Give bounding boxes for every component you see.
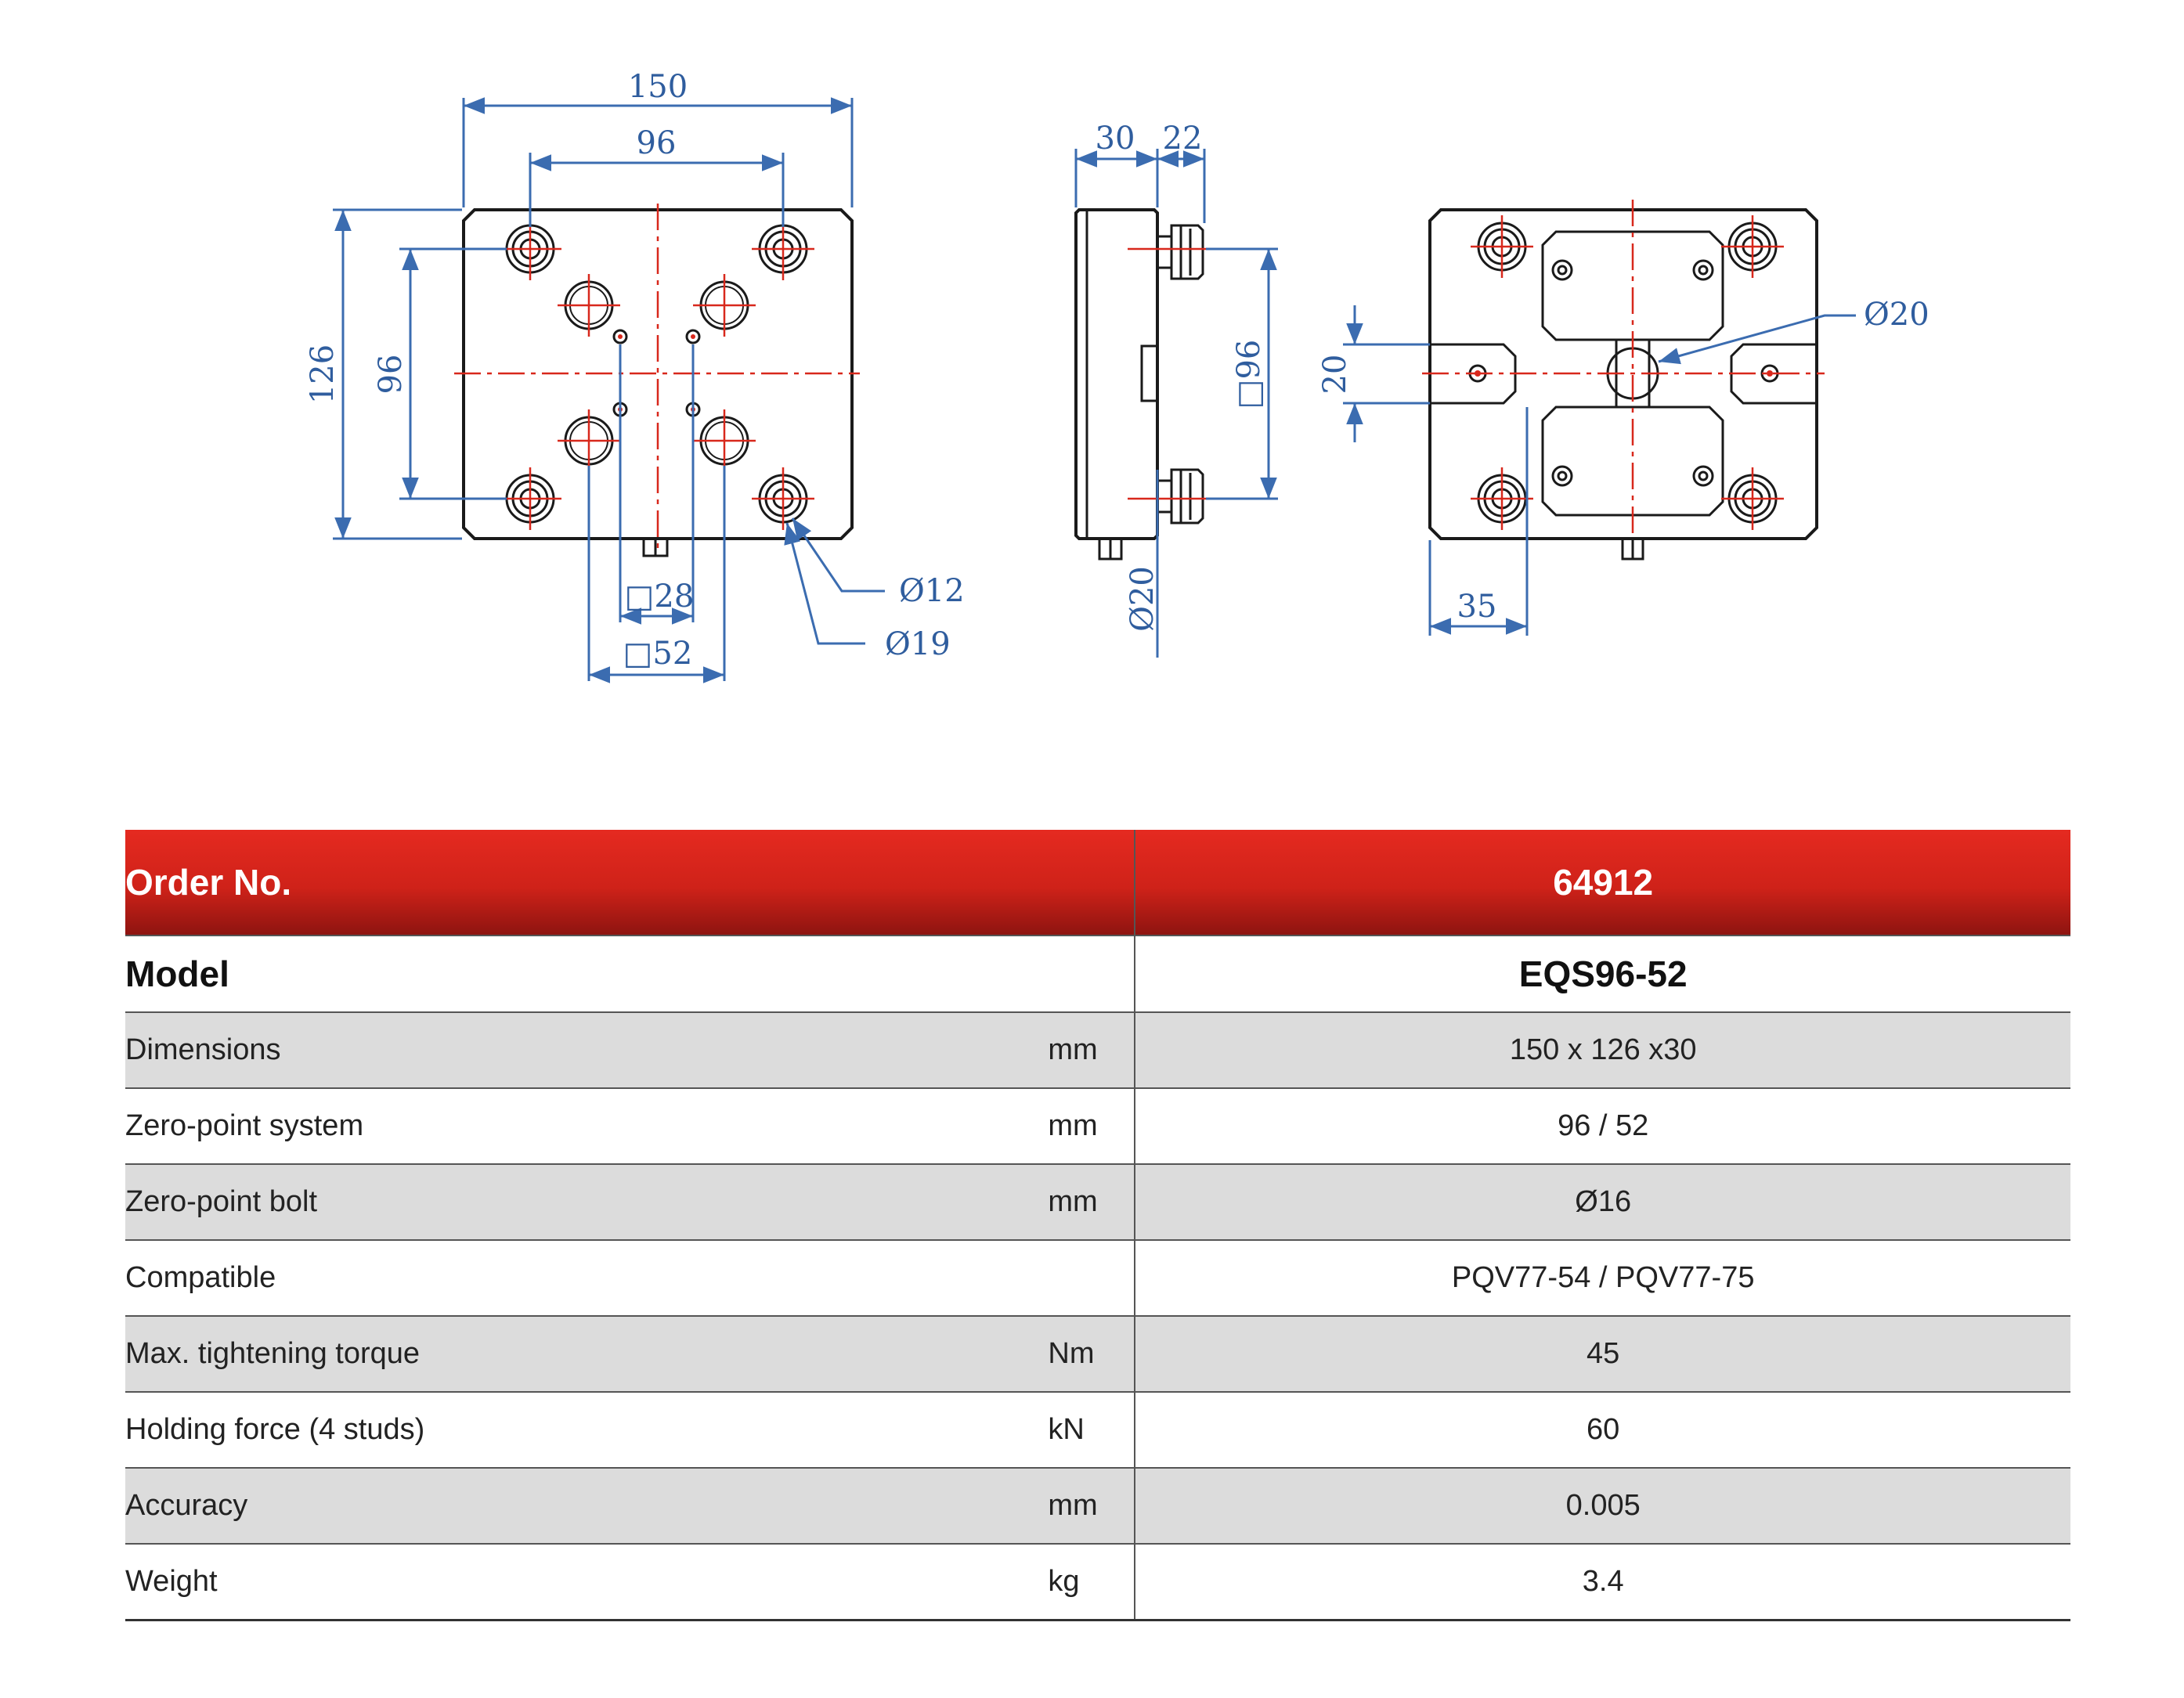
row-unit: Nm — [1048, 1316, 1136, 1393]
spec-table: Order No. 64912 Model EQS96-52 Dimension… — [125, 830, 2070, 1621]
table-row: Weight kg 3.4 — [125, 1544, 2070, 1621]
row-label: Weight — [125, 1544, 1049, 1621]
dim-dia-12: Ø12 — [899, 573, 965, 609]
order-row: Order No. 64912 — [125, 830, 2070, 936]
row-label: Holding force (4 studs) — [125, 1392, 1049, 1469]
row-label: Zero-point bolt — [125, 1164, 1049, 1241]
row-label: Dimensions — [125, 1012, 1049, 1089]
stud — [1156, 224, 1204, 280]
row-value: 3.4 — [1135, 1544, 2070, 1621]
table-row: Compatible PQV77-54 / PQV77-75 — [125, 1240, 2070, 1317]
dim-dia-19: Ø19 — [885, 626, 951, 662]
table-row: Holding force (4 studs) kN 60 — [125, 1392, 2070, 1469]
table-row: Zero-point system mm 96 / 52 — [125, 1088, 2070, 1165]
dim-edge-offset: 35 — [1457, 589, 1497, 625]
row-unit: mm — [1048, 1468, 1136, 1545]
order-value: 64912 — [1135, 830, 2070, 936]
order-label: Order No. — [125, 830, 1136, 936]
row-value: PQV77-54 / PQV77-75 — [1135, 1240, 2070, 1317]
dim-slot-width: 20 — [1317, 355, 1353, 395]
row-value: 60 — [1135, 1392, 2070, 1469]
model-label: Model — [125, 936, 1136, 1013]
corner-bolt — [752, 218, 814, 280]
dim-stud-spacing: □96 — [1231, 340, 1267, 409]
dim-bolt-spacing-y: 96 — [373, 355, 409, 395]
technical-drawing: 150 96 126 96 □28 □52 Ø12 Ø19 — [305, 69, 1930, 683]
row-label: Compatible — [125, 1240, 1049, 1317]
table-row: Accuracy mm 0.005 — [125, 1468, 2070, 1545]
dim-stud-dia: Ø20 — [1124, 566, 1161, 632]
row-unit: kg — [1048, 1544, 1136, 1621]
row-value: 96 / 52 — [1135, 1088, 2070, 1165]
stud — [1156, 468, 1204, 525]
dim-width: 150 — [628, 69, 688, 105]
corner-bolt — [1471, 467, 1533, 530]
corner-bolt — [752, 467, 814, 530]
corner-bolt — [1721, 467, 1784, 530]
row-value: 150 x 126 x30 — [1135, 1012, 2070, 1089]
table-row: Dimensions mm 150 x 126 x30 — [125, 1012, 2070, 1089]
dim-stud-length: 22 — [1163, 121, 1203, 157]
dim-square-28: □28 — [625, 579, 695, 615]
row-value: Ø16 — [1135, 1164, 2070, 1241]
inner-hole — [693, 274, 756, 337]
row-value: 45 — [1135, 1316, 2070, 1393]
inner-hole — [693, 409, 756, 472]
model-value: EQS96-52 — [1135, 936, 2070, 1013]
dim-square-52: □52 — [623, 636, 693, 672]
corner-bolt — [1721, 215, 1784, 278]
row-unit: kN — [1048, 1392, 1136, 1469]
row-label: Zero-point system — [125, 1088, 1049, 1165]
row-label: Accuracy — [125, 1468, 1049, 1545]
dim-pin-dia: Ø20 — [1864, 297, 1930, 333]
row-value: 0.005 — [1135, 1468, 2070, 1545]
table-row: Max. tightening torque Nm 45 — [125, 1316, 2070, 1393]
dim-height: 126 — [305, 344, 341, 404]
back-view: 20 Ø20 35 — [1317, 200, 1930, 636]
row-unit — [1048, 1240, 1136, 1317]
corner-bolt — [1471, 215, 1533, 278]
dim-bolt-spacing-x: 96 — [637, 125, 677, 161]
row-unit: mm — [1048, 1164, 1136, 1241]
model-row: Model EQS96-52 — [125, 936, 2070, 1013]
table-row: Zero-point bolt mm Ø16 — [125, 1164, 2070, 1241]
row-unit: mm — [1048, 1088, 1136, 1165]
inner-hole — [558, 274, 620, 337]
row-unit: mm — [1048, 1012, 1136, 1089]
dim-thickness: 30 — [1096, 121, 1135, 157]
inner-hole — [558, 409, 620, 472]
side-view: 30 22 □96 Ø20 — [1074, 121, 1278, 658]
front-view: 150 96 126 96 □28 □52 Ø12 Ø19 — [305, 69, 965, 683]
row-label: Max. tightening torque — [125, 1316, 1049, 1393]
